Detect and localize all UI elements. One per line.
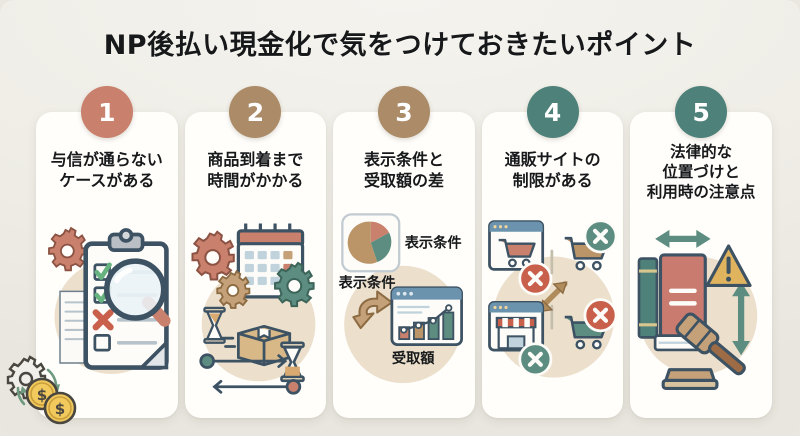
card-2-body: 商品到着まで 時間がかかる — [185, 112, 327, 418]
card-3-body: 表示条件 表示条件 — [333, 112, 475, 418]
card-4-number-badge: 4 — [526, 86, 579, 138]
title-band: NP後払い現金化で気をつけておきたいポイント — [0, 0, 800, 84]
card-1-title: 与信が通らない ケースがある — [50, 150, 163, 190]
label-hyouji-jouken-right: 表示条件 — [405, 233, 462, 251]
card-2-number-badge: 2 — [229, 86, 282, 138]
point-card-5[interactable]: 法律的な 位置づけと 利用時の注意点 5 — [630, 86, 772, 418]
coins-decoration: $ $ — [4, 350, 94, 428]
point-card-3[interactable]: 表示条件 表示条件 — [333, 86, 475, 418]
illustration-pie-chart-vs-bar-chart: 表示条件 表示条件 — [333, 207, 475, 418]
point-card-2[interactable]: 商品到着まで 時間がかかる 2 — [184, 86, 327, 418]
card-3-number-badge: 3 — [377, 86, 430, 138]
card-5-number-badge: 5 — [675, 86, 728, 138]
illustration-calendar-hourglass-package — [185, 207, 327, 418]
card-2-title: 商品到着まで 時間がかかる — [207, 150, 304, 190]
card-3-title: 表示条件と 受取額の差 — [363, 150, 444, 190]
card-row: 与信が通らない ケースがある 1 — [36, 86, 772, 418]
illustration-law-books-gavel-warning — [630, 212, 772, 418]
page-title: NP後払い現金化で気をつけておきたいポイント — [103, 29, 697, 61]
card-1-number-badge: 1 — [80, 86, 133, 138]
card-4-title: 通販サイトの 制限がある — [504, 150, 601, 190]
label-hyouji-jouken-left: 表示条件 — [339, 274, 396, 292]
card-4-body: 通販サイトの 制限がある — [482, 112, 624, 418]
point-card-4[interactable]: 通販サイトの 制限がある 4 — [481, 86, 624, 418]
label-uketori-gaku: 受取額 — [392, 349, 435, 367]
coin-symbol-1: $ — [37, 386, 47, 404]
coin-symbol-2: $ — [55, 400, 65, 418]
card-1-body: 与信が通らない ケースがある — [36, 112, 178, 418]
point-card-1[interactable]: 与信が通らない ケースがある 1 — [36, 86, 178, 418]
illustration-clipboard-checklist-magnifier — [36, 207, 178, 418]
illustration-shopping-sites-blocked — [482, 207, 624, 418]
card-5-title: 法律的な 位置づけと 利用時の注意点 — [646, 143, 756, 202]
card-5-body: 法律的な 位置づけと 利用時の注意点 — [630, 112, 772, 418]
